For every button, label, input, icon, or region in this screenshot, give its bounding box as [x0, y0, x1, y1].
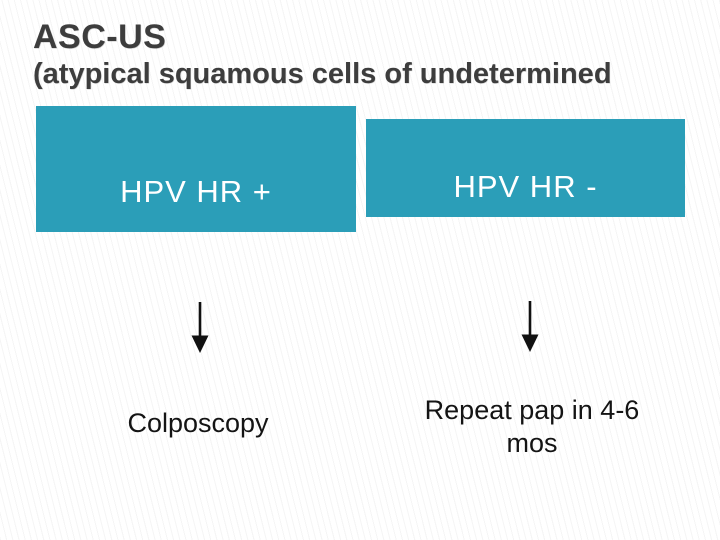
outcome-colposcopy: Colposcopy: [127, 408, 269, 438]
hpv-hr-negative-box: HPV HR -: [366, 119, 685, 217]
down-arrow-icon: [521, 301, 539, 352]
title-block: ASC-US (atypical squamous cells of undet…: [33, 18, 693, 91]
slide-title: ASC-US: [33, 18, 167, 56]
slide-subtitle: (atypical squamous cells of undetermined: [33, 58, 612, 91]
hpv-hr-negative-label: HPV HR -: [453, 169, 598, 204]
hpv-hr-positive-box: HPV HR +: [36, 106, 356, 232]
hpv-hr-positive-label: HPV HR +: [120, 174, 272, 209]
down-arrow-icon: [191, 302, 209, 353]
outcome-repeat-pap: Repeat pap in 4-6 mos: [424, 395, 640, 458]
